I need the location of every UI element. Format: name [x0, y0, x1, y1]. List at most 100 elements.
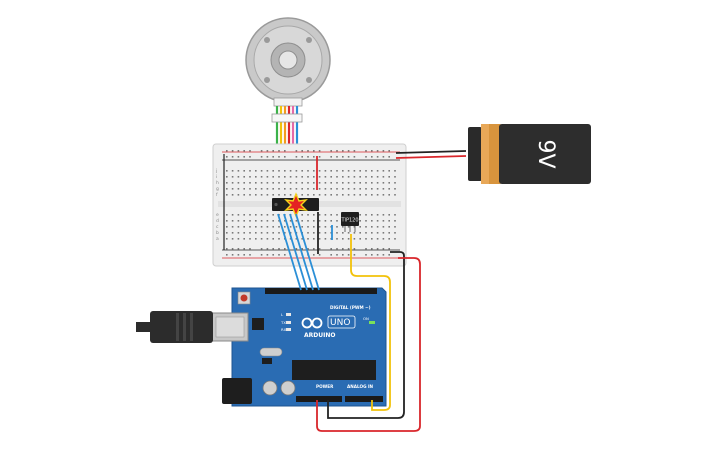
breadboard-hole[interactable] [272, 150, 274, 152]
breadboard-hole[interactable] [318, 238, 321, 240]
breadboard-hole[interactable] [359, 232, 361, 234]
breadboard-hole[interactable] [394, 232, 396, 234]
breadboard-hole[interactable] [272, 194, 274, 196]
breadboard-hole[interactable] [272, 248, 274, 250]
breadboard-hole[interactable] [295, 156, 298, 158]
breadboard-hole[interactable] [226, 248, 228, 250]
breadboard-hole[interactable] [318, 150, 321, 152]
breadboard-hole[interactable] [394, 188, 396, 190]
breadboard-hole[interactable] [359, 238, 361, 240]
breadboard-hole[interactable] [313, 156, 315, 158]
breadboard-hole[interactable] [260, 176, 263, 178]
breadboard-hole[interactable] [313, 226, 315, 228]
breadboard-hole[interactable] [226, 150, 228, 152]
breadboard-hole[interactable] [330, 170, 332, 172]
breadboard-hole[interactable] [318, 254, 321, 256]
breadboard-hole[interactable] [359, 226, 361, 228]
breadboard-hole[interactable] [243, 214, 245, 216]
breadboard-hole[interactable] [365, 238, 367, 240]
breadboard-hole[interactable] [313, 254, 315, 256]
breadboard-hole[interactable] [347, 150, 350, 152]
breadboard-hole[interactable] [284, 194, 286, 196]
breadboard-hole[interactable] [388, 248, 390, 250]
breadboard-hole[interactable] [266, 254, 269, 256]
breadboard-hole[interactable] [301, 238, 303, 240]
breadboard-hole[interactable] [301, 182, 303, 184]
breadboard-hole[interactable] [347, 238, 350, 240]
breadboard-hole[interactable] [353, 248, 356, 250]
breadboard-hole[interactable] [394, 238, 396, 240]
breadboard-hole[interactable] [266, 176, 269, 178]
breadboard-hole[interactable] [382, 214, 385, 216]
breadboard-hole[interactable] [255, 220, 257, 222]
breadboard-hole[interactable] [272, 238, 274, 240]
breadboard-hole[interactable] [365, 214, 367, 216]
breadboard-hole[interactable] [342, 150, 344, 152]
breadboard-hole[interactable] [324, 220, 327, 222]
breadboard-hole[interactable] [324, 226, 327, 228]
breadboard-hole[interactable] [342, 176, 344, 178]
breadboard-hole[interactable] [260, 248, 263, 250]
breadboard-hole[interactable] [278, 194, 280, 196]
breadboard-hole[interactable] [342, 248, 344, 250]
breadboard-hole[interactable] [226, 156, 228, 158]
breadboard-hole[interactable] [249, 220, 251, 222]
breadboard-hole[interactable] [371, 214, 373, 216]
breadboard-hole[interactable] [376, 254, 379, 256]
breadboard-hole[interactable] [371, 254, 373, 256]
breadboard-hole[interactable] [330, 188, 332, 190]
breadboard-hole[interactable] [301, 248, 303, 250]
breadboard-hole[interactable] [382, 176, 385, 178]
breadboard-hole[interactable] [237, 156, 240, 158]
breadboard-hole[interactable] [324, 170, 327, 172]
breadboard-hole[interactable] [353, 238, 356, 240]
breadboard-hole[interactable] [249, 182, 251, 184]
breadboard-hole[interactable] [237, 232, 240, 234]
breadboard-hole[interactable] [382, 156, 385, 158]
breadboard-hole[interactable] [318, 194, 321, 196]
breadboard-hole[interactable] [307, 232, 309, 234]
breadboard-hole[interactable] [243, 194, 245, 196]
breadboard-hole[interactable] [336, 248, 338, 250]
breadboard-hole[interactable] [231, 232, 234, 234]
breadboard-hole[interactable] [272, 254, 274, 256]
breadboard-hole[interactable] [376, 194, 379, 196]
breadboard-hole[interactable] [243, 182, 245, 184]
breadboard-hole[interactable] [376, 226, 379, 228]
breadboard-hole[interactable] [365, 194, 367, 196]
breadboard-hole[interactable] [342, 232, 344, 234]
breadboard-hole[interactable] [353, 188, 356, 190]
breadboard-hole[interactable] [284, 220, 286, 222]
usb-port[interactable] [211, 312, 249, 342]
breadboard-hole[interactable] [365, 176, 367, 178]
breadboard-hole[interactable] [359, 188, 361, 190]
breadboard-hole[interactable] [231, 188, 234, 190]
breadboard-hole[interactable] [307, 248, 309, 250]
breadboard-hole[interactable] [359, 214, 361, 216]
breadboard-hole[interactable] [243, 232, 245, 234]
breadboard-hole[interactable] [284, 170, 286, 172]
breadboard-hole[interactable] [266, 194, 269, 196]
breadboard-hole[interactable] [249, 232, 251, 234]
breadboard-hole[interactable] [313, 220, 315, 222]
breadboard-hole[interactable] [382, 248, 385, 250]
breadboard-hole[interactable] [243, 254, 245, 256]
breadboard-hole[interactable] [371, 248, 373, 250]
breadboard-hole[interactable] [365, 226, 367, 228]
breadboard-hole[interactable] [371, 150, 373, 152]
breadboard-hole[interactable] [255, 232, 257, 234]
breadboard-hole[interactable] [307, 156, 309, 158]
breadboard-hole[interactable] [266, 156, 269, 158]
breadboard-hole[interactable] [324, 232, 327, 234]
breadboard-hole[interactable] [301, 150, 303, 152]
breadboard-hole[interactable] [260, 156, 263, 158]
breadboard-hole[interactable] [237, 194, 240, 196]
breadboard-hole[interactable] [237, 170, 240, 172]
breadboard-hole[interactable] [266, 170, 269, 172]
breadboard-hole[interactable] [388, 226, 390, 228]
breadboard-hole[interactable] [371, 170, 373, 172]
breadboard-hole[interactable] [289, 170, 292, 172]
breadboard-hole[interactable] [376, 220, 379, 222]
breadboard-hole[interactable] [353, 254, 356, 256]
breadboard-hole[interactable] [243, 188, 245, 190]
